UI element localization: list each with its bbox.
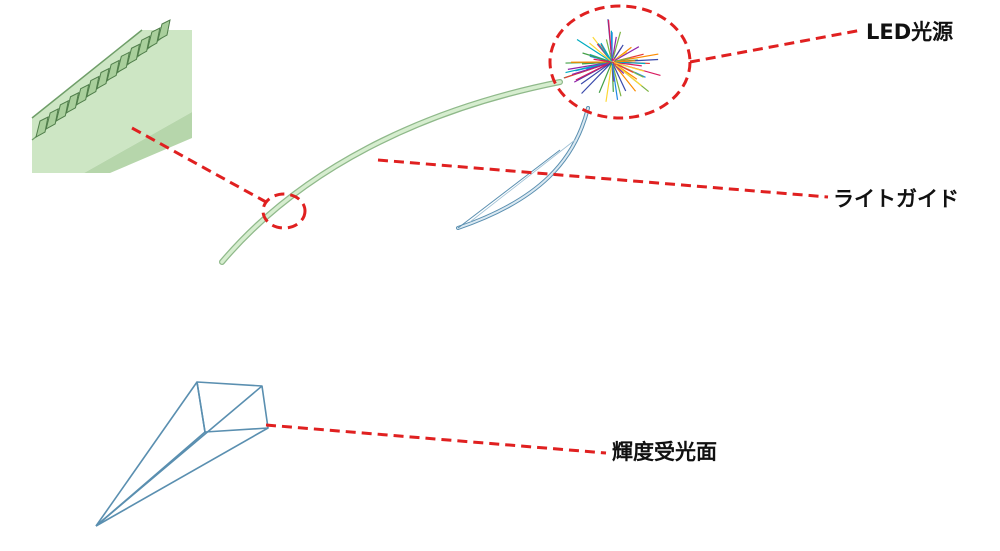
light-ray (598, 61, 613, 94)
light-ray (612, 62, 625, 75)
light-ray (611, 63, 619, 100)
light-ray (576, 39, 611, 62)
callouts (131, 4, 863, 455)
light-ray (616, 61, 646, 65)
prism-tooth (65, 91, 80, 114)
light-ray (612, 61, 634, 73)
guide-leader-line (377, 158, 829, 199)
receiver-leader-line (265, 423, 607, 455)
light-ray (617, 53, 659, 62)
guide-zoom-callout-ellipse (261, 192, 307, 230)
light-ray (581, 61, 612, 65)
prism-tooth (96, 67, 110, 90)
zoom-leader-line (131, 126, 267, 204)
light-ray (571, 62, 608, 76)
light-ray (605, 65, 613, 102)
light-ray (613, 44, 624, 59)
light-guide-label: ライトガイド (833, 187, 959, 211)
light-ray (589, 42, 613, 63)
prism-tooth (75, 83, 90, 106)
light-ray (581, 61, 613, 94)
led-source-label: LED光源 (866, 20, 954, 44)
light-ray (575, 62, 610, 81)
light-ray (614, 57, 631, 62)
prism-tooth (126, 43, 141, 66)
prism-tooth (45, 108, 59, 130)
light-ray (613, 61, 645, 72)
light-ray (565, 62, 607, 74)
luminance-receiver-wireframe (95, 381, 269, 527)
luminance-receiver-label: 輝度受光面 (612, 440, 717, 464)
light-guide (219, 79, 563, 265)
light-ray (612, 31, 622, 58)
light-ray (597, 43, 610, 59)
light-ray (607, 19, 613, 61)
light-ray (615, 60, 636, 63)
prism-tooth (35, 116, 49, 138)
secondary-light-guide (456, 106, 590, 230)
light-ray (580, 62, 612, 85)
light-ray (611, 36, 617, 61)
led-leader-line (689, 28, 863, 64)
prism-teeth (35, 19, 171, 138)
prism-tooth (147, 27, 161, 50)
prism-tooth (55, 99, 70, 122)
prism-tooth (136, 35, 151, 58)
light-ray (582, 52, 609, 62)
light-ray (600, 42, 613, 62)
prism-tooth (86, 75, 100, 98)
light-ray (611, 63, 622, 97)
prism-tooth (116, 51, 131, 74)
prism-tooth (106, 59, 120, 82)
led-ray-burst (563, 19, 661, 102)
light-ray (612, 63, 627, 92)
light-ray (613, 64, 637, 92)
light-ray (615, 64, 642, 87)
prism-tooth (157, 19, 171, 41)
light-ray (593, 58, 611, 63)
light-ray (605, 39, 612, 60)
light-guide-zoom-inset (31, 19, 192, 173)
light-ray (614, 46, 640, 62)
